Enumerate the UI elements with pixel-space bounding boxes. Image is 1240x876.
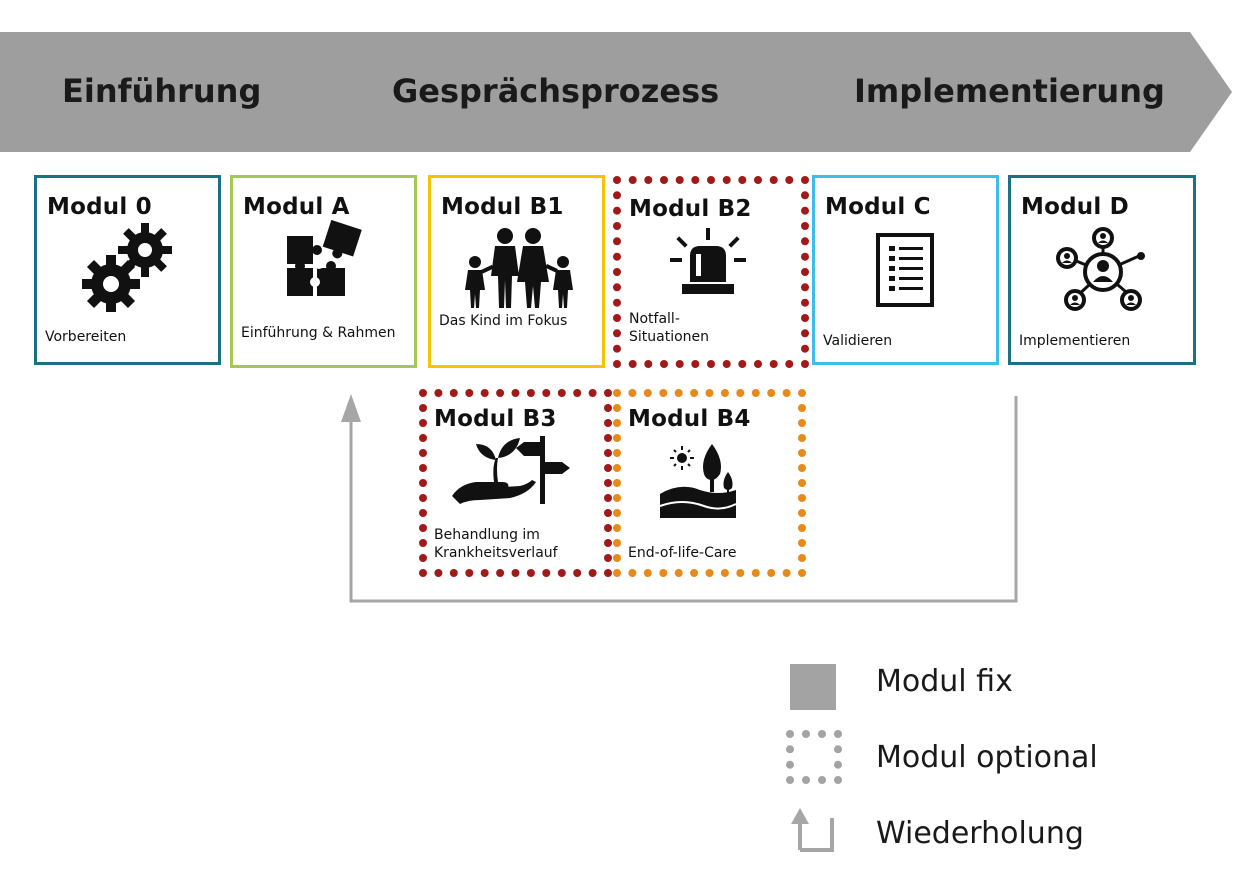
checklist-icon <box>876 233 934 307</box>
module-0[interactable]: Modul 0 Vorbereiten <box>34 175 221 365</box>
module-title: Modul 0 <box>47 194 152 220</box>
module-b3[interactable]: Modul B3 Behandlung im Krankheitsverlauf <box>420 390 608 576</box>
puzzle-icon <box>287 220 362 296</box>
phase-label-intro: Einführung <box>62 72 262 110</box>
module-title: Modul B1 <box>441 194 564 220</box>
module-description: Behandlung im Krankheitsverlauf <box>434 527 558 561</box>
legend-fixed-swatch <box>790 664 836 710</box>
family-icon <box>465 228 573 308</box>
module-title: Modul A <box>243 194 350 220</box>
module-description: Vorbereiten <box>45 329 127 345</box>
module-title: Modul C <box>825 194 931 220</box>
module-title: Modul B4 <box>628 406 751 432</box>
phase-label-process: Gesprächsprozess <box>392 72 720 110</box>
module-title: Modul B2 <box>629 196 752 222</box>
legend-repeat-swatch <box>791 808 834 852</box>
module-description: Implementieren <box>1019 333 1131 349</box>
module-description: End-of-life-Care <box>628 545 737 561</box>
landscape-icon <box>660 444 736 518</box>
legend-optional-label: Modul optional <box>876 740 1098 775</box>
module-a[interactable]: Modul A Einführung & Rahmen <box>230 175 417 368</box>
legend-fixed-label: Modul fix <box>876 664 1013 699</box>
module-c[interactable]: Modul C Validieren <box>812 175 999 365</box>
phase-label-implementation: Implementierung <box>854 72 1165 110</box>
module-description: Das Kind im Fokus <box>439 313 568 329</box>
module-description: Notfall-Situationen <box>629 311 710 345</box>
plant-signpost-icon <box>452 436 570 504</box>
module-title: Modul B3 <box>434 406 557 432</box>
module-b4[interactable]: Modul B4 End-of-life-Care <box>614 390 808 576</box>
module-description: Einführung & Rahmen <box>241 325 396 341</box>
module-b2[interactable]: Modul B2 Notfall-Situationen <box>614 176 808 368</box>
legend-repeat-label: Wiederholung <box>876 816 1084 851</box>
module-d[interactable]: Modul D Implementieren <box>1008 175 1196 365</box>
legend-optional-swatch <box>786 730 842 784</box>
network-icon <box>1056 227 1145 311</box>
module-b1[interactable]: Modul B1 Das Kind im Fokus <box>428 175 605 368</box>
gears-icon <box>82 223 172 312</box>
module-description: Validieren <box>823 333 893 349</box>
phase-banner <box>0 32 1232 152</box>
siren-icon <box>670 228 746 294</box>
module-title: Modul D <box>1021 194 1129 220</box>
